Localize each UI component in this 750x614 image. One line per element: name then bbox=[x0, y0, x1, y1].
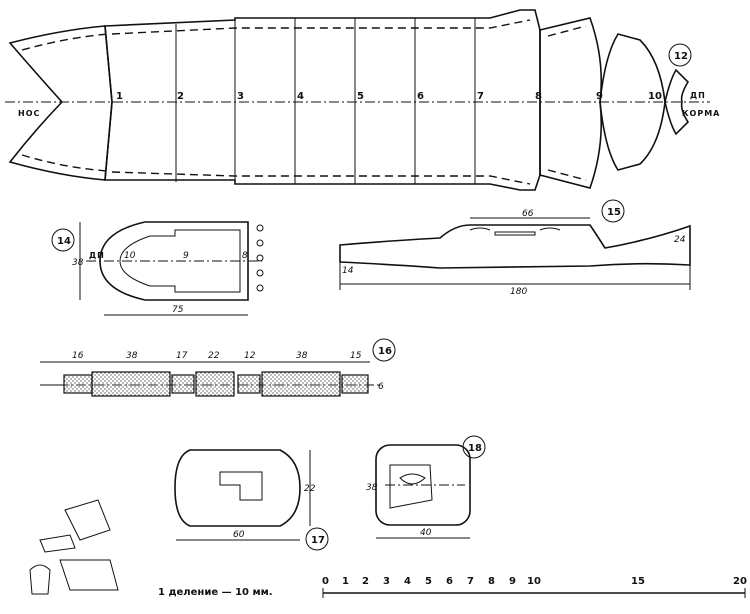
centerline-label: ДП bbox=[690, 91, 706, 100]
frame-number: 9 bbox=[596, 91, 603, 102]
scale-bar bbox=[322, 588, 746, 598]
dim-p15-top: 66 bbox=[522, 209, 534, 219]
part-marker-14 bbox=[51, 228, 75, 252]
part-18-bridge bbox=[375, 444, 471, 539]
dim-p15-right: 24 bbox=[674, 235, 686, 245]
svg-text:9: 9 bbox=[509, 576, 516, 587]
frame-number: 1 bbox=[116, 91, 123, 102]
middle-section bbox=[104, 9, 541, 191]
scale-ticks: 0 1 2 3 4 5 6 7 8 9 10 15 20 bbox=[322, 576, 747, 587]
part-15-superstructure-side bbox=[339, 217, 691, 290]
frame-number: 4 bbox=[297, 91, 304, 102]
dim-p14-f10: 10 bbox=[124, 251, 136, 261]
part-marker-12 bbox=[668, 43, 692, 67]
frame-number: 10 bbox=[648, 91, 662, 102]
part-14-deck bbox=[79, 221, 264, 316]
dim-p16-b: 38 bbox=[126, 351, 138, 361]
dim-p16-a: 16 bbox=[72, 351, 84, 361]
part-marker-18 bbox=[462, 435, 486, 459]
dim-p15-left: 14 bbox=[342, 266, 354, 276]
transom-piece bbox=[664, 68, 690, 136]
svg-text:8: 8 bbox=[488, 576, 495, 587]
hull-development bbox=[5, 9, 710, 191]
part-number: 17 bbox=[311, 535, 325, 546]
dim-p14-f8: 8 bbox=[242, 251, 248, 261]
part-number: 18 bbox=[468, 443, 482, 454]
dim-p16-e: 12 bbox=[244, 351, 256, 361]
dim-p14-f9: 9 bbox=[183, 251, 189, 261]
part-number: 12 bbox=[674, 51, 688, 62]
frame-number: 2 bbox=[177, 91, 184, 102]
dim-p16-g: 15 bbox=[350, 351, 362, 361]
frame-numbers: 1 2 3 4 5 6 7 8 9 10 bbox=[116, 91, 662, 102]
dim-p16-c: 17 bbox=[176, 351, 188, 361]
frame-number: 7 bbox=[477, 91, 484, 102]
part-marker-16 bbox=[372, 338, 396, 362]
svg-text:6: 6 bbox=[446, 576, 453, 587]
dim-p18-h: 38 bbox=[366, 483, 378, 493]
dim-p16-h: 6 bbox=[378, 382, 384, 392]
svg-text:3: 3 bbox=[383, 576, 390, 587]
svg-text:20: 20 bbox=[733, 576, 747, 587]
part-number: 14 bbox=[57, 236, 71, 247]
dim-p14-cl: ДП bbox=[89, 251, 105, 260]
dim-p17-w: 60 bbox=[233, 530, 245, 540]
part-number: 16 bbox=[378, 346, 392, 357]
frame-number: 8 bbox=[535, 91, 542, 102]
part-marker-15 bbox=[601, 199, 625, 223]
dim-p17-h: 22 bbox=[304, 484, 316, 494]
dim-p14-height: 38 bbox=[72, 258, 84, 268]
part-17-deckhouse bbox=[174, 449, 311, 541]
assembly-sketch bbox=[29, 499, 119, 595]
bow-piece bbox=[8, 25, 113, 181]
dim-p16-d: 22 bbox=[208, 351, 220, 361]
stern-label: КОРМА bbox=[682, 109, 720, 118]
dim-p16-f: 38 bbox=[296, 351, 308, 361]
dim-p15-len: 180 bbox=[510, 287, 527, 297]
part-marker-17 bbox=[305, 527, 329, 551]
svg-text:1: 1 bbox=[342, 576, 349, 587]
part-number: 15 bbox=[607, 207, 621, 218]
svg-text:15: 15 bbox=[631, 576, 645, 587]
svg-text:10: 10 bbox=[527, 576, 541, 587]
svg-text:7: 7 bbox=[467, 576, 474, 587]
frame-number: 6 bbox=[417, 91, 424, 102]
dim-p18-w: 40 bbox=[420, 528, 432, 538]
dim-p14-len: 75 bbox=[172, 305, 184, 315]
stern-section-a bbox=[539, 17, 603, 189]
scale-caption: 1 деление — 10 мм. bbox=[158, 587, 273, 598]
frame-number: 3 bbox=[237, 91, 244, 102]
davit-row bbox=[256, 224, 264, 292]
frame-number: 5 bbox=[357, 91, 364, 102]
bow-label: НОС bbox=[18, 109, 40, 118]
svg-text:0: 0 bbox=[322, 576, 329, 587]
svg-text:4: 4 bbox=[404, 576, 411, 587]
svg-text:5: 5 bbox=[425, 576, 432, 587]
svg-text:2: 2 bbox=[362, 576, 369, 587]
part-16-strip bbox=[40, 361, 382, 397]
